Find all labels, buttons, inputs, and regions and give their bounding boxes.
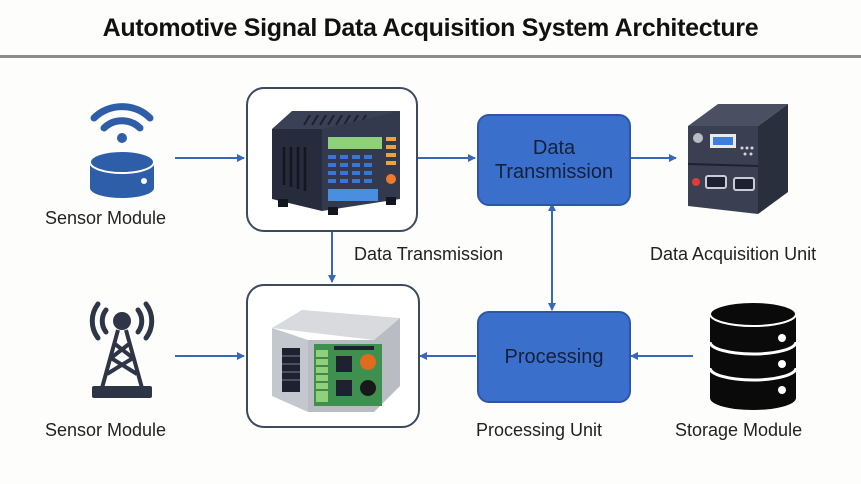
title-divider xyxy=(0,55,861,58)
processing-box-label: Processing xyxy=(504,346,604,368)
antenna-tower-icon xyxy=(89,301,155,398)
database-icon xyxy=(708,301,798,410)
storage-module-label: Storage Module xyxy=(675,420,803,440)
data-transmission-line2: Transmission xyxy=(494,161,614,183)
data-transmission-edge-label: Data Transmission xyxy=(354,244,504,264)
sensor-module-top-label: Sensor Module xyxy=(45,208,167,228)
data-acquisition-unit-label: Data Acquisition Unit xyxy=(650,244,817,264)
sensor-module-bottom-label: Sensor Module xyxy=(45,420,167,440)
data-logger-node[interactable] xyxy=(246,87,418,232)
data-logger-device-icon xyxy=(272,111,400,215)
acquisition-hardware-icon xyxy=(687,104,788,214)
data-transmission-box[interactable]: Data Transmission xyxy=(477,114,631,206)
processing-unit-label: Processing Unit xyxy=(476,420,603,440)
signal-module-node[interactable] xyxy=(246,284,420,428)
signal-conditioning-module-icon xyxy=(272,310,400,412)
processing-box[interactable]: Processing xyxy=(477,311,631,403)
wireless-sensor-icon xyxy=(89,103,155,198)
diagram-title: Automotive Signal Data Acquisition Syste… xyxy=(102,14,759,42)
data-transmission-line1: Data xyxy=(532,137,576,159)
